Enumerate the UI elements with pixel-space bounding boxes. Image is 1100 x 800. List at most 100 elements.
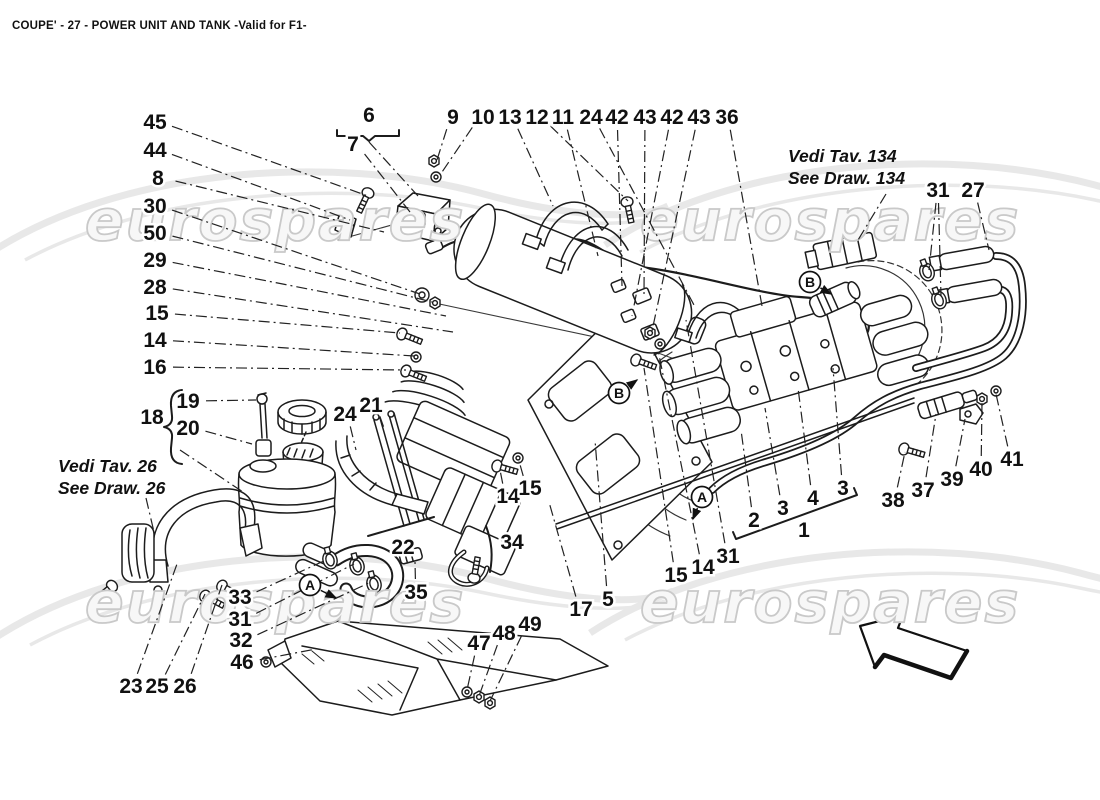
callout-35[interactable]: 35 <box>402 579 431 607</box>
callout-42[interactable]: 42 <box>658 104 686 132</box>
reference-leader <box>145 497 155 533</box>
callout-31[interactable]: 31 <box>924 177 953 205</box>
callout-46[interactable]: 46 <box>228 649 256 677</box>
leader-line <box>136 563 178 675</box>
callout-31[interactable]: 31 <box>714 543 743 571</box>
callout-41[interactable]: 41 <box>998 446 1027 474</box>
callout-37[interactable]: 37 <box>909 477 937 505</box>
watermark-text: eurospares <box>85 188 465 254</box>
callout-22[interactable]: 22 <box>389 534 417 562</box>
callout-44[interactable]: 44 <box>141 137 170 165</box>
tank-clamp-band <box>91 488 263 605</box>
letter-badge <box>798 270 822 294</box>
callout-32[interactable]: 32 <box>227 627 255 655</box>
callout-29[interactable]: 29 <box>141 247 169 275</box>
callout-14[interactable]: 14 <box>689 554 718 582</box>
callout-21[interactable]: 21 <box>357 392 386 420</box>
callout-6[interactable]: 6 <box>361 102 378 130</box>
letter-badge <box>298 573 322 597</box>
callout-38[interactable]: 38 <box>879 487 908 515</box>
leader-line <box>172 366 407 371</box>
leader-line <box>436 129 448 161</box>
callout-34[interactable]: 34 <box>498 529 527 557</box>
watermark-text: eurospares <box>85 570 465 636</box>
leader-line <box>594 439 608 587</box>
leader-line <box>205 430 253 445</box>
callout-7[interactable]: 7 <box>345 131 362 159</box>
callout-49[interactable]: 49 <box>516 611 544 639</box>
leader-line <box>256 559 327 593</box>
callout-43[interactable]: 43 <box>631 104 659 132</box>
leader-line <box>995 393 1009 447</box>
leader-line <box>631 129 670 317</box>
callout-42[interactable]: 42 <box>603 104 631 132</box>
letter-label: A <box>305 577 315 593</box>
leader-line <box>549 125 629 202</box>
callout-40[interactable]: 40 <box>967 456 995 484</box>
leader-line <box>190 584 223 674</box>
leader-line <box>517 128 554 207</box>
callout-3[interactable]: 3 <box>835 475 852 503</box>
callout-3[interactable]: 3 <box>775 495 792 523</box>
pipe-assembly <box>708 245 1027 494</box>
callout-28[interactable]: 28 <box>141 274 170 302</box>
callout-33[interactable]: 33 <box>226 584 254 612</box>
callout-2[interactable]: 2 <box>746 507 763 535</box>
callout-8[interactable]: 8 <box>150 165 167 193</box>
callout-11[interactable]: 11 <box>549 104 577 132</box>
page-title: COUPE' - 27 - POWER UNIT AND TANK -Valid… <box>12 20 307 32</box>
leader-line <box>172 261 447 317</box>
callout-25[interactable]: 25 <box>143 673 172 701</box>
callout-9[interactable]: 9 <box>445 104 462 132</box>
callout-24[interactable]: 24 <box>577 104 606 132</box>
leader-line <box>171 153 351 221</box>
callout-1[interactable]: 1 <box>796 517 813 545</box>
letter-arrow <box>320 589 338 599</box>
callout-10[interactable]: 10 <box>469 104 497 132</box>
reference-note: See Draw. 134 <box>788 168 905 188</box>
callout-15[interactable]: 15 <box>516 475 545 503</box>
letter-arrow <box>625 379 639 390</box>
leader-line <box>599 128 695 306</box>
callout-20[interactable]: 20 <box>174 415 202 443</box>
leader-line <box>171 125 369 197</box>
callout-5[interactable]: 5 <box>600 586 617 614</box>
callout-27[interactable]: 27 <box>959 177 987 205</box>
reference-note: Vedi Tav. 134 <box>788 146 897 166</box>
callout-50[interactable]: 50 <box>141 220 169 248</box>
leader-line <box>977 202 990 251</box>
callout-23[interactable]: 23 <box>117 673 145 701</box>
leader-line <box>349 426 357 451</box>
callout-31[interactable]: 31 <box>226 606 255 634</box>
callout-13[interactable]: 13 <box>496 104 524 132</box>
callout-47[interactable]: 47 <box>465 630 493 658</box>
leader-line <box>616 129 623 287</box>
callout-15[interactable]: 15 <box>143 300 172 328</box>
callout-4[interactable]: 4 <box>805 485 822 513</box>
callout-26[interactable]: 26 <box>171 673 199 701</box>
letter-badge <box>607 381 631 405</box>
mounting-plate <box>527 301 713 561</box>
callout-15[interactable]: 15 <box>662 562 691 590</box>
leader-line <box>566 129 599 257</box>
leader-line <box>439 127 473 176</box>
leader-line <box>937 202 942 297</box>
callout-45[interactable]: 45 <box>141 109 170 137</box>
callout-14[interactable]: 14 <box>141 327 170 355</box>
callout-18[interactable]: 18 <box>138 404 167 432</box>
callout-48[interactable]: 48 <box>490 620 519 648</box>
callout-16[interactable]: 16 <box>141 354 169 382</box>
callout-39[interactable]: 39 <box>938 466 966 494</box>
callout-12[interactable]: 12 <box>523 104 551 132</box>
leader-line <box>925 413 937 478</box>
callout-36[interactable]: 36 <box>713 104 741 132</box>
callout-43[interactable]: 43 <box>685 104 713 132</box>
callout-14[interactable]: 14 <box>494 483 523 511</box>
callout-17[interactable]: 17 <box>567 596 595 624</box>
tie-rod <box>555 389 984 530</box>
callout-30[interactable]: 30 <box>141 193 169 221</box>
callout-19[interactable]: 19 <box>174 388 202 416</box>
callout-24[interactable]: 24 <box>331 401 360 429</box>
callout-brackets <box>163 129 858 573</box>
